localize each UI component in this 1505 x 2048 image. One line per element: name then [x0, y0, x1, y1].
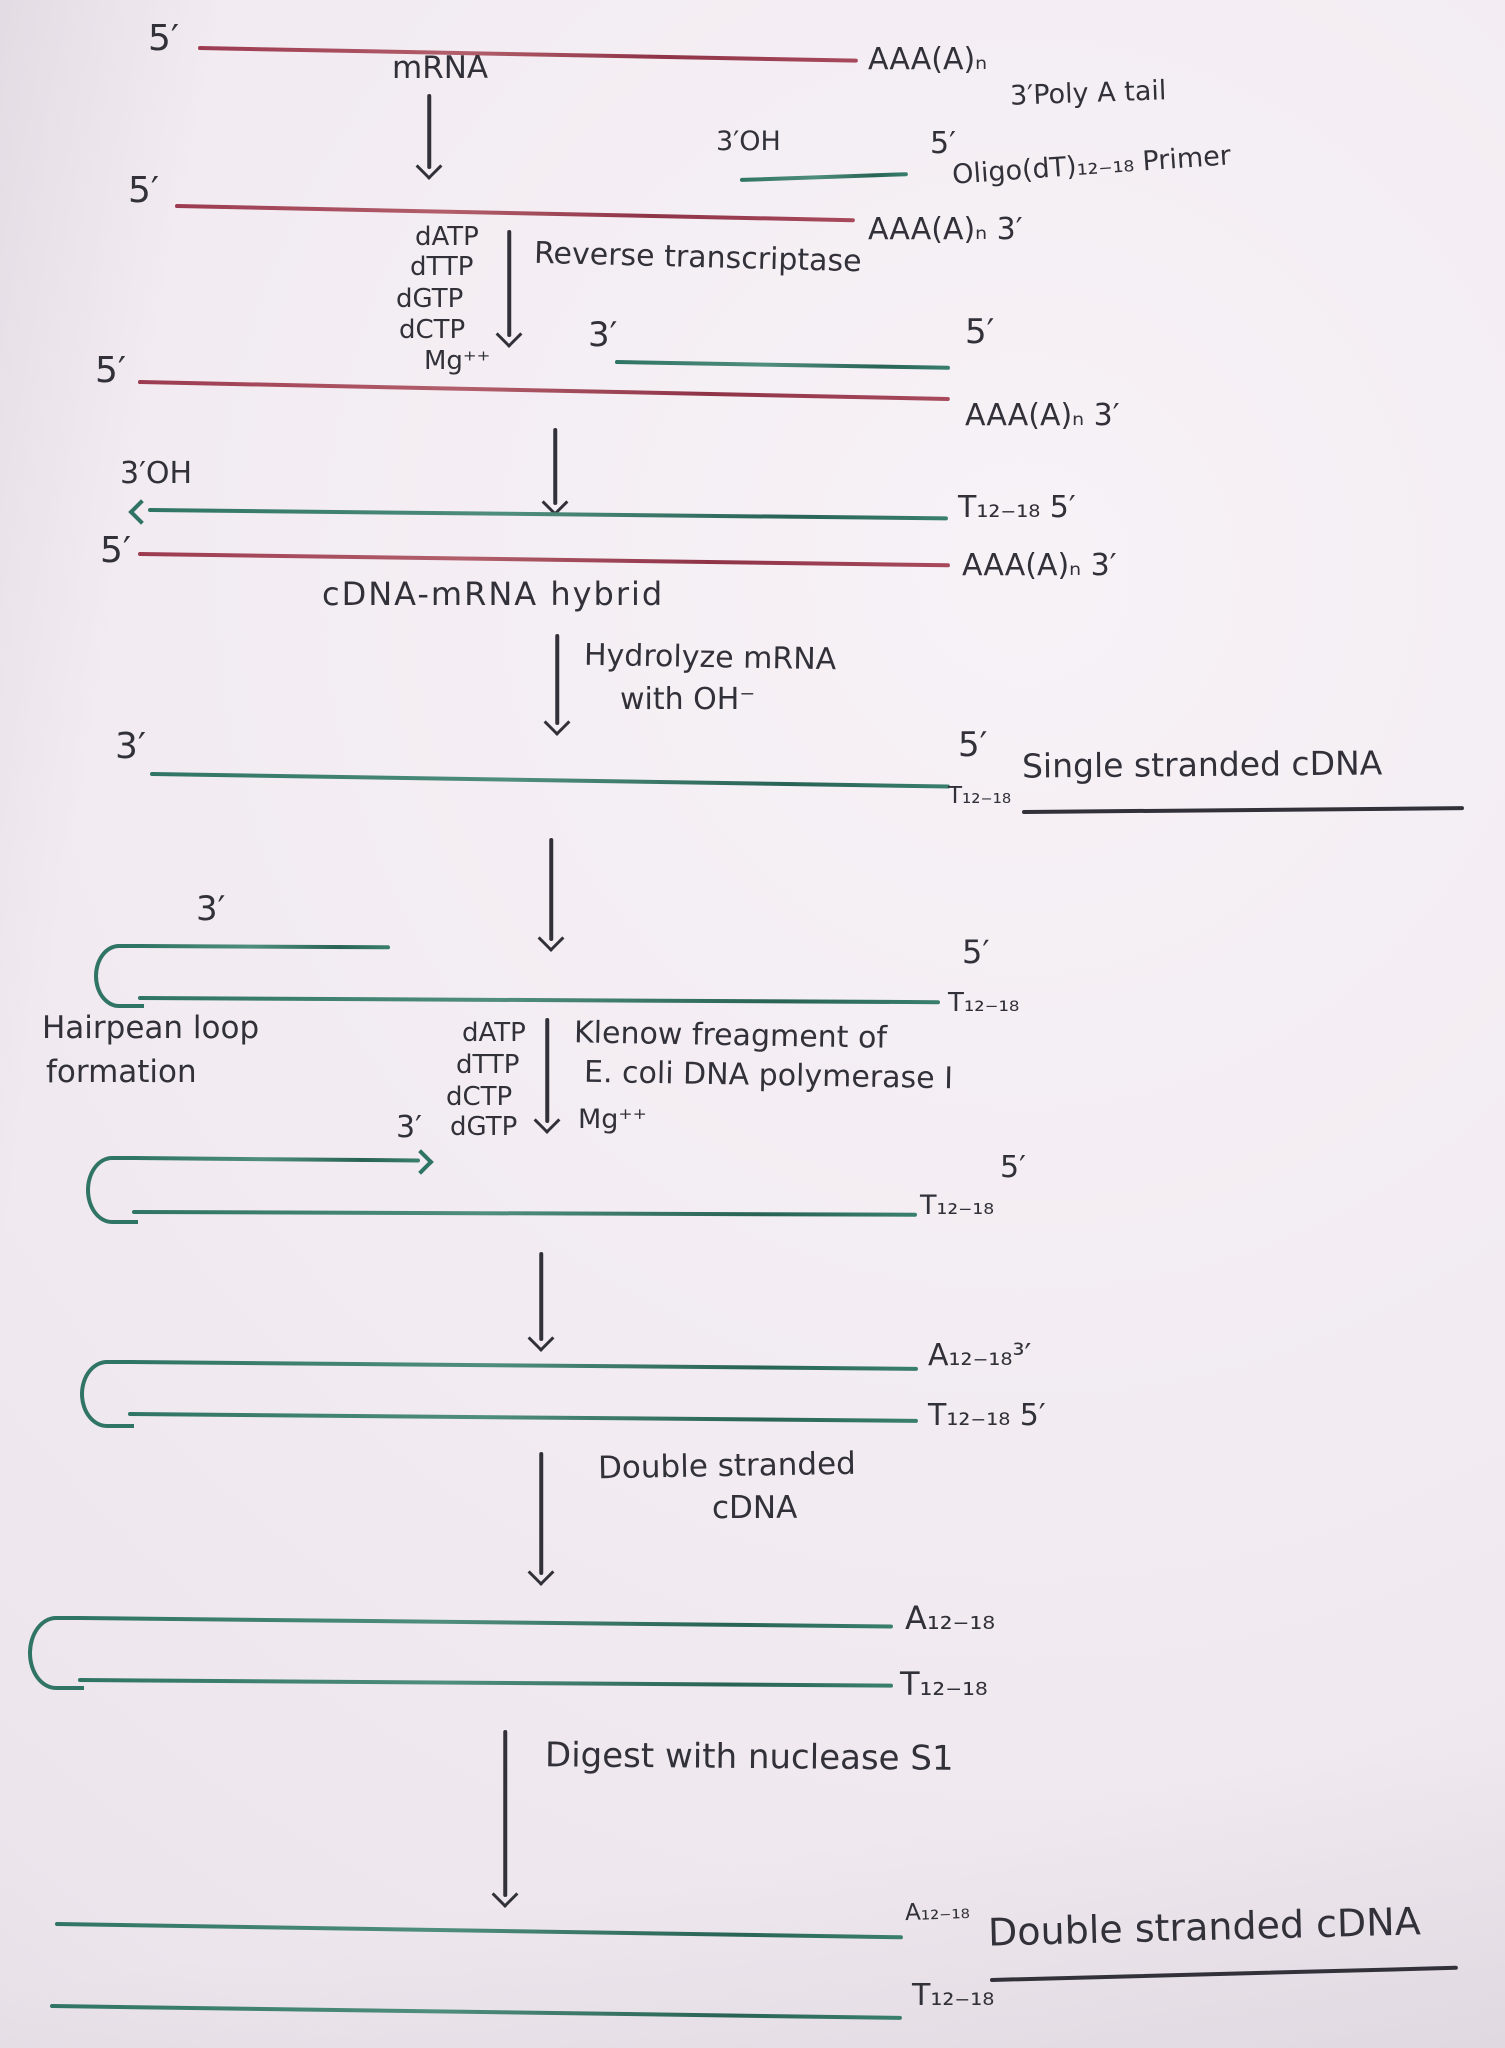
h1-3prime-label: 3′: [196, 889, 226, 929]
final-double-stranded-cdna-label: Double stranded cDNA: [987, 1899, 1422, 1955]
final-a12-label: A₁₂₋₁₈: [904, 1897, 971, 1927]
rt-reagent-dctp: dCTP: [399, 315, 466, 345]
s3-5prime-label: 5′: [95, 350, 127, 391]
cdna-mrna-hybrid-label: cDNA-mRNA hybrid: [322, 575, 665, 613]
h3-t12-5prime-label: T₁₂₋₁₈ 5′: [928, 1398, 1046, 1433]
s3-cdna-strand-line: [614, 360, 950, 370]
s3-new-5prime-label: 5′: [965, 312, 995, 352]
primer-5prime-label: 5′: [930, 126, 956, 161]
single-stranded-cdna-underline: [1021, 806, 1465, 814]
s5-5prime-label: 5′: [958, 725, 988, 765]
h2-top-strand-line: [131, 1156, 421, 1163]
rt-reagent-dgtp: dGTP: [396, 284, 464, 314]
s3-polya-label: AAA(A)ₙ 3′: [965, 398, 1120, 433]
down-arrow-ds-cdna: [527, 1452, 555, 1586]
h4-bottom-strand-line: [77, 1678, 893, 1688]
digest-nuclease-label: Digest with nuclease S1: [544, 1735, 954, 1779]
down-arrow-anneal-primer: [415, 94, 443, 180]
h3-a12-3prime-label: A₁₂₋₁₈³′: [928, 1338, 1032, 1373]
h2-t12-label: T₁₂₋₁₈: [920, 1190, 995, 1221]
s4-t12-5prime-label: T₁₂₋₁₈ 5′: [958, 490, 1076, 525]
down-arrow-hairpin: [537, 838, 565, 952]
h3-top-strand-line: [127, 1360, 918, 1371]
h2-primer-3prime-label: 3′: [396, 1110, 422, 1145]
klenow-label-line1: Klenow freagment of: [573, 1015, 888, 1056]
h1-5prime-label: 5′: [962, 933, 990, 971]
s1-5prime-label: 5′: [148, 18, 180, 59]
s5-t12-label: T₁₂₋₁₈: [948, 783, 1012, 809]
s4-polya-label: AAA(A)ₙ 3′: [962, 548, 1117, 583]
hairpin-loop-1: [94, 944, 144, 1008]
single-stranded-cdna-label: Single stranded cDNA: [1021, 743, 1383, 786]
hairpin-loop-label-line1: Hairpean loop: [42, 1010, 260, 1046]
s4-mrna-strand-line: [137, 552, 950, 568]
klenow-mg-label: Mg⁺⁺: [578, 1104, 647, 1135]
h1-top-strand-line: [137, 944, 391, 950]
hydrolyze-label-line2: with OH⁻: [620, 682, 756, 717]
s1-polya-tract-label: AAA(A)ₙ: [868, 42, 988, 77]
h4-t12-label: T₁₂₋₁₈: [900, 1665, 988, 1703]
s2-mrna-strand-line: [174, 204, 855, 223]
hairpin-loop-label-line2: formation: [46, 1054, 197, 1090]
double-stranded-label-line2: cDNA: [712, 1490, 798, 1526]
double-stranded-label-line1: Double stranded: [597, 1445, 857, 1487]
down-arrow-reverse-transcriptase: [495, 230, 523, 348]
rt-reagent-mg: Mg⁺⁺: [424, 346, 491, 376]
h2-5prime-label: 5′: [1000, 1150, 1026, 1185]
rt-reagent-datp: dATP: [415, 222, 479, 252]
rt-reagent-dttp: dTTP: [410, 252, 474, 282]
h4-top-strand-line: [77, 1616, 893, 1629]
h1-t12-label: T₁₂₋₁₈: [948, 988, 1020, 1018]
h3-bottom-strand-line: [127, 1412, 918, 1423]
final-bottom-strand-line: [49, 2004, 902, 2020]
final-top-strand-line: [54, 1922, 903, 1940]
h4-a12-label: A₁₂₋₁₈: [905, 1599, 996, 1637]
down-arrow-hydrolyze: [543, 634, 571, 736]
down-arrow-klenow: [533, 1018, 561, 1134]
primer-3oh-label: 3′OH: [716, 126, 781, 157]
hairpin-loop-2: [86, 1156, 138, 1224]
mrna-label: mRNA: [392, 50, 489, 86]
down-arrow-extend: [541, 428, 569, 516]
s3-new-3prime-label: 3′: [588, 315, 618, 355]
ss-cdna-strand-line: [149, 772, 950, 789]
mrna-strand-line: [197, 46, 858, 63]
h2-bottom-strand-line: [131, 1210, 918, 1217]
hairpin-loop-3: [80, 1360, 134, 1428]
s2-polya-label: AAA(A)ₙ 3′: [868, 212, 1023, 247]
klenow-reagent-dttp: dTTP: [456, 1050, 520, 1080]
klenow-label-line2: E. coli DNA polymerase I: [583, 1054, 954, 1097]
oligo-dt-primer-label: Oligo(dT)₁₂₋₁₈ Primer: [951, 140, 1232, 191]
s2-5prime-label: 5′: [128, 170, 160, 211]
s4-3oh-label: 3′OH: [120, 456, 193, 491]
right-arrowhead-synthesis: [408, 1149, 434, 1175]
hydrolyze-label-line1: Hydrolyze mRNA: [583, 637, 837, 678]
oligo-dt-primer-line: [739, 172, 908, 182]
final-t12-label: T₁₂₋₁₈: [912, 1978, 995, 2013]
h1-bottom-strand-line: [137, 996, 940, 1005]
final-label-underline: [989, 1965, 1458, 1982]
s5-3prime-label: 3′: [115, 726, 147, 767]
klenow-reagent-datp: dATP: [462, 1018, 526, 1048]
klenow-reagent-dgtp: dGTP: [450, 1112, 518, 1142]
down-arrow-fill-in: [527, 1252, 555, 1352]
down-arrow-digest: [491, 1730, 519, 1908]
s4-5prime-label: 5′: [100, 530, 132, 571]
reverse-transcriptase-label: Reverse transcriptase: [533, 235, 863, 280]
hairpin-loop-4: [28, 1616, 84, 1690]
s3-mrna-strand-line: [137, 380, 950, 402]
s1-polya-tail-label: 3′Poly A tail: [1009, 75, 1167, 112]
klenow-reagent-dctp: dCTP: [446, 1082, 513, 1112]
